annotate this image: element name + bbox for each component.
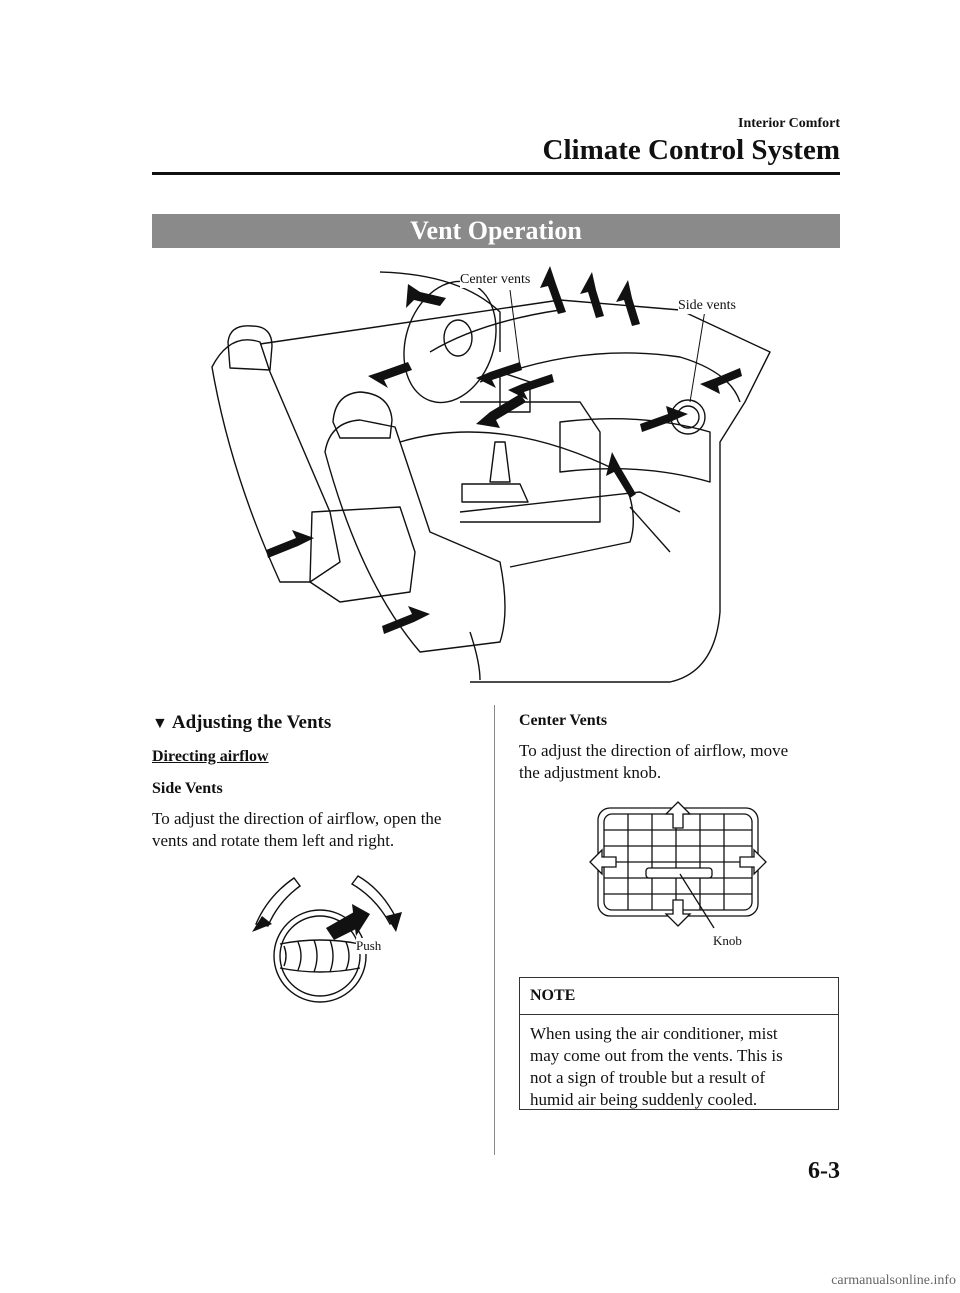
side-vents-text: To adjust the direction of airflow, open… [152, 808, 441, 852]
subsection-heading: ▼Adjusting the Vents [152, 712, 331, 734]
column-divider [494, 705, 495, 1155]
watermark: carmanualsonline.info [831, 1273, 956, 1288]
knob-label: Knob [713, 933, 742, 949]
section-banner: Vent Operation [152, 214, 840, 248]
header-rule [152, 172, 840, 175]
push-label: Push [356, 938, 382, 954]
center-vents-heading: Center Vents [519, 712, 608, 729]
note-text: When using the air conditioner, mist may… [520, 1015, 838, 1119]
side-vent-illustration [252, 875, 402, 1003]
note-title: NOTE [520, 978, 838, 1015]
side-vents-label: Side vents [678, 298, 736, 314]
note-line: not a sign of trouble but a result of [530, 1068, 766, 1087]
subsection-heading-text: Adjusting the Vents [171, 712, 332, 733]
section-title: Interior Comfort [738, 116, 840, 131]
triangle-bullet-icon: ▼ [152, 715, 168, 732]
topic-heading: Directing airflow [152, 748, 269, 765]
note-line: may come out from the vents. This is [530, 1046, 783, 1065]
side-vents-text-line: To adjust the direction of airflow, open… [152, 809, 442, 828]
note-box: NOTE When using the air conditioner, mis… [519, 977, 839, 1110]
center-vents-label: Center vents [460, 272, 531, 288]
note-line: When using the air conditioner, mist [530, 1024, 778, 1043]
center-vents-text: To adjust the direction of airflow, move… [519, 740, 788, 784]
chapter-title: Climate Control System [542, 134, 840, 166]
center-vents-text-line: To adjust the direction of airflow, move [519, 741, 789, 760]
side-vents-text-line: vents and rotate them left and right. [152, 831, 395, 850]
note-line: humid air being suddenly cooled. [530, 1090, 758, 1109]
side-vents-heading: Side Vents [152, 780, 223, 797]
page-number: 6-3 [808, 1158, 840, 1184]
car-interior-illustration [211, 266, 771, 683]
center-vent-illustration [589, 801, 767, 929]
center-vents-text-line: the adjustment knob. [519, 763, 662, 782]
banner-text: Vent Operation [410, 216, 582, 245]
